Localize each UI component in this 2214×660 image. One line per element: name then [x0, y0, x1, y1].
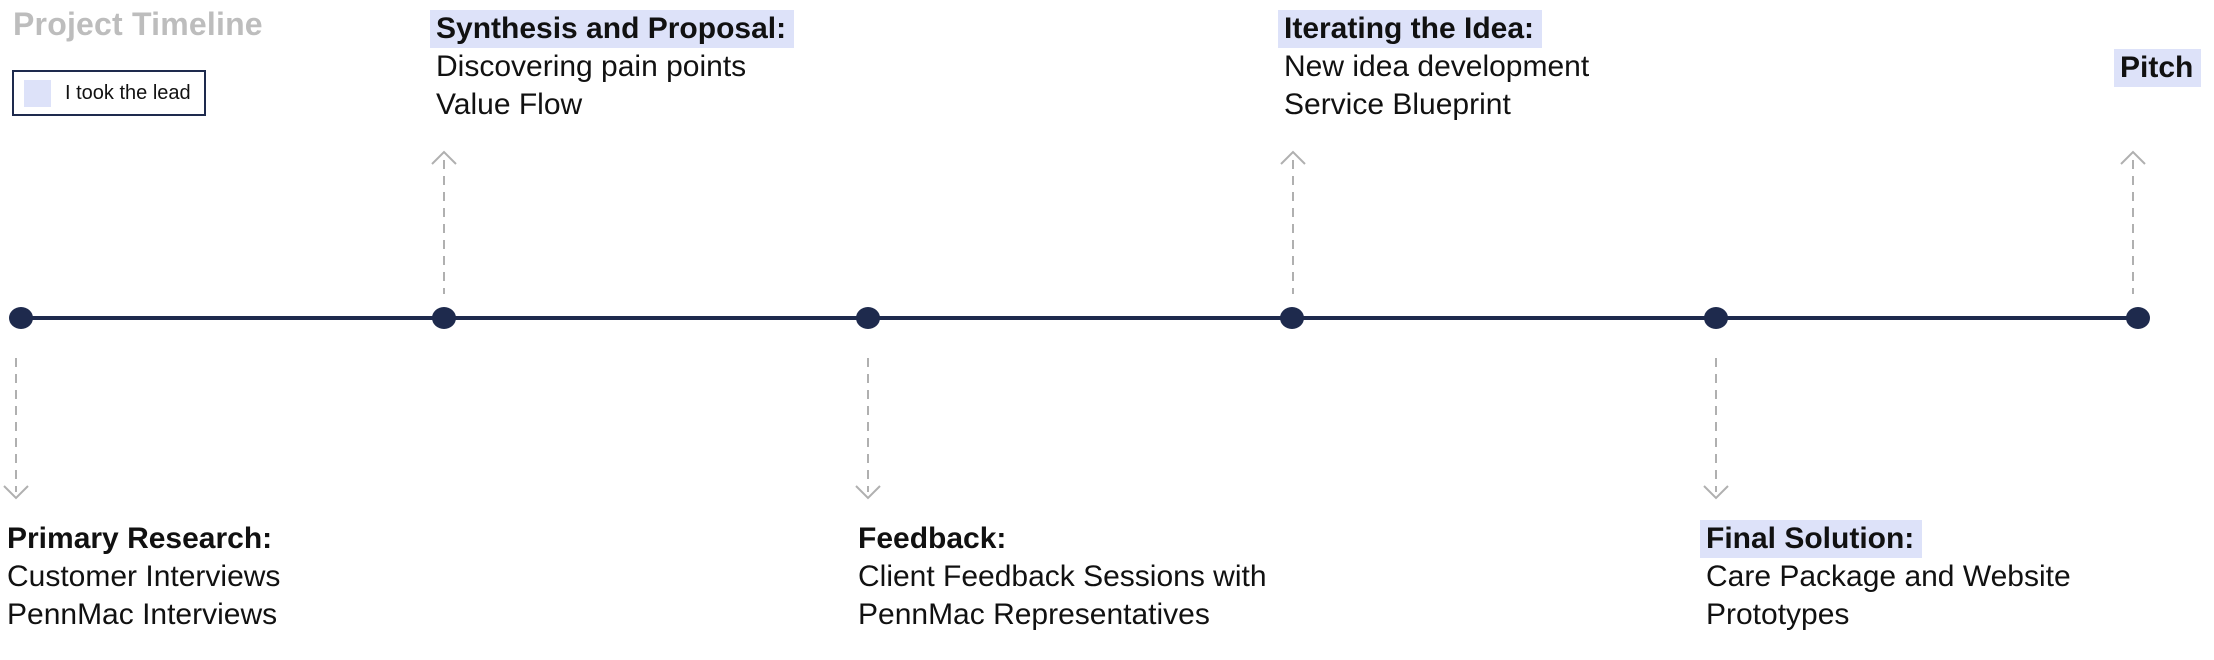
step-line: Customer Interviews — [7, 560, 281, 593]
legend-label: I took the lead — [65, 81, 191, 104]
connector-4 — [1280, 150, 1306, 294]
connector-1 — [3, 358, 29, 500]
step-synthesis-and-proposal: Synthesis and Proposal: Discovering pain… — [430, 10, 795, 124]
step-line: Value Flow — [436, 88, 583, 121]
step-line: Care Package and Website — [1706, 560, 2071, 593]
timeline-node-5 — [1704, 307, 1728, 329]
step-line: New idea development — [1284, 50, 1590, 83]
timeline-node-4 — [1280, 307, 1304, 329]
step-line: Prototypes — [1706, 598, 1850, 631]
step-heading: Pitch — [2114, 49, 2202, 87]
step-line: Discovering pain points — [436, 50, 747, 83]
timeline-node-6 — [2126, 307, 2150, 329]
connector-5 — [1703, 358, 1729, 500]
step-line: Service Blueprint — [1284, 88, 1511, 121]
step-pitch: Pitch — [2114, 49, 2202, 87]
step-heading: Final Solution: — [1700, 520, 1923, 558]
timeline-node-2 — [432, 307, 456, 329]
step-line: PennMac Interviews — [7, 598, 278, 631]
legend: I took the lead — [12, 70, 206, 116]
step-heading: Iterating the Idea: — [1278, 10, 1543, 48]
legend-swatch — [24, 79, 51, 107]
step-iterating-the-idea: Iterating the Idea: New idea development… — [1278, 10, 1590, 124]
step-heading: Synthesis and Proposal: — [430, 10, 795, 48]
step-heading: Feedback: — [858, 522, 1007, 555]
step-line: PennMac Representatives — [858, 598, 1210, 631]
connector-6 — [2120, 150, 2146, 294]
connector-3 — [855, 358, 881, 500]
connector-2 — [431, 150, 457, 294]
timeline-node-1 — [9, 307, 33, 329]
step-final-solution: Final Solution: Care Package and Website… — [1700, 520, 2071, 634]
step-feedback: Feedback: Client Feedback Sessions with … — [858, 520, 1267, 634]
page-title: Project Timeline — [13, 6, 263, 42]
timeline-node-3 — [856, 307, 880, 329]
step-heading: Primary Research: — [7, 522, 273, 555]
step-primary-research: Primary Research: Customer Interviews Pe… — [7, 520, 280, 634]
step-line: Client Feedback Sessions with — [858, 560, 1267, 593]
